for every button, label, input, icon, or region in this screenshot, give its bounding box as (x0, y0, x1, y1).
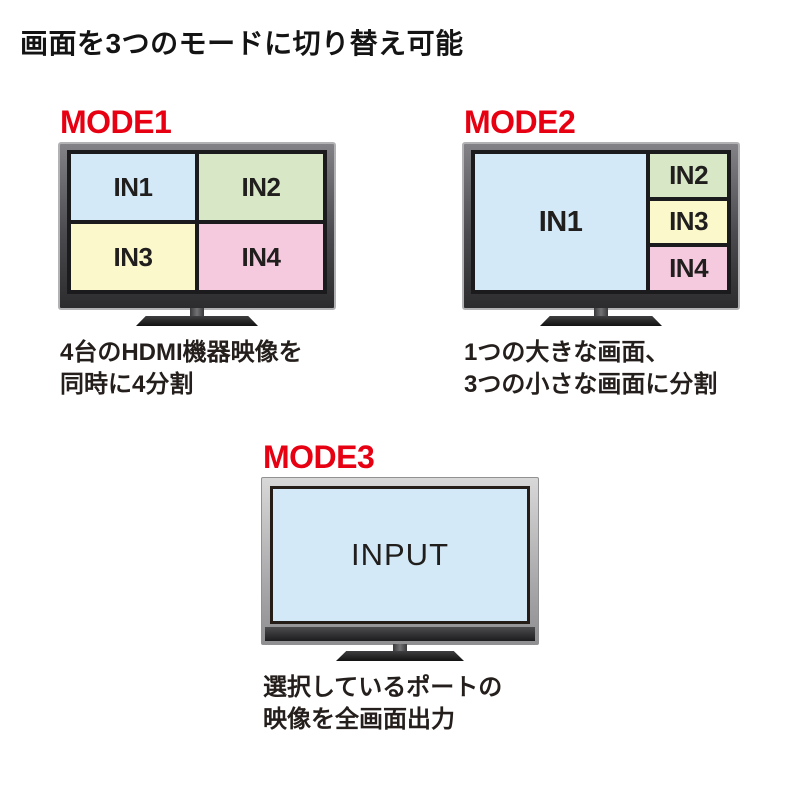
mode3-screen: INPUT (270, 486, 530, 624)
tv-chin (265, 627, 535, 641)
mode1-section: MODE1 IN1 IN2 IN3 IN4 4台のHDMI機器映像を 同時に4分… (58, 104, 340, 424)
mode1-panel-in2: IN2 (199, 154, 323, 220)
mode1-caption: 4台のHDMI機器映像を 同時に4分割 (60, 337, 303, 401)
mode2-panel-in4: IN4 (650, 247, 727, 290)
mode1-panel-in3: IN3 (71, 224, 195, 290)
mode2-panel-in1: IN1 (475, 154, 647, 290)
mode1-caption-line2: 同時に4分割 (60, 371, 194, 398)
mode1-panel-in4: IN4 (199, 224, 323, 290)
mode1-caption-line1: 4台のHDMI機器映像を (60, 339, 303, 366)
mode3-caption-line1: 選択しているポートの (263, 674, 503, 701)
mode3-tv: INPUT (261, 477, 539, 661)
tv-stand-base (540, 316, 662, 326)
mode2-screen: IN1 IN2 IN3 IN4 (471, 150, 731, 294)
tv-stand-neck (190, 308, 204, 317)
mode2-tv: IN1 IN2 IN3 IN4 (462, 142, 740, 326)
mode2-caption-line2: 3つの小さな画面に分割 (464, 371, 718, 398)
mode3-caption: 選択しているポートの 映像を全画面出力 (263, 672, 502, 736)
mode1-label: MODE1 (60, 104, 172, 140)
mode2-caption: 1つの大きな画面、 3つの小さな画面に分割 (464, 337, 717, 401)
mode2-label: MODE2 (464, 104, 576, 140)
mode3-section: MODE3 INPUT 選択しているポートの 映像を全画面出力 (261, 439, 543, 759)
tv-stand-base (136, 316, 258, 326)
tv-stand-base (336, 651, 464, 661)
mode1-panel-in1: IN1 (71, 154, 195, 220)
page-title: 画面を3つのモードに切り替え可能 (20, 28, 464, 59)
mode2-caption-line1: 1つの大きな画面、 (464, 339, 670, 366)
tv-stand-neck (393, 644, 407, 653)
tv-stand-neck (594, 308, 608, 317)
mode3-caption-line2: 映像を全画面出力 (263, 706, 455, 733)
mode2-panel-in3: IN3 (650, 200, 727, 244)
mode2-section: MODE2 IN1 IN2 IN3 IN4 1つの大きな画面、 3つの小さな画面… (462, 104, 744, 424)
mode2-panel-in2: IN2 (650, 154, 727, 197)
mode1-screen: IN1 IN2 IN3 IN4 (67, 150, 327, 294)
mode3-label: MODE3 (263, 439, 375, 475)
mode1-tv: IN1 IN2 IN3 IN4 (58, 142, 336, 326)
